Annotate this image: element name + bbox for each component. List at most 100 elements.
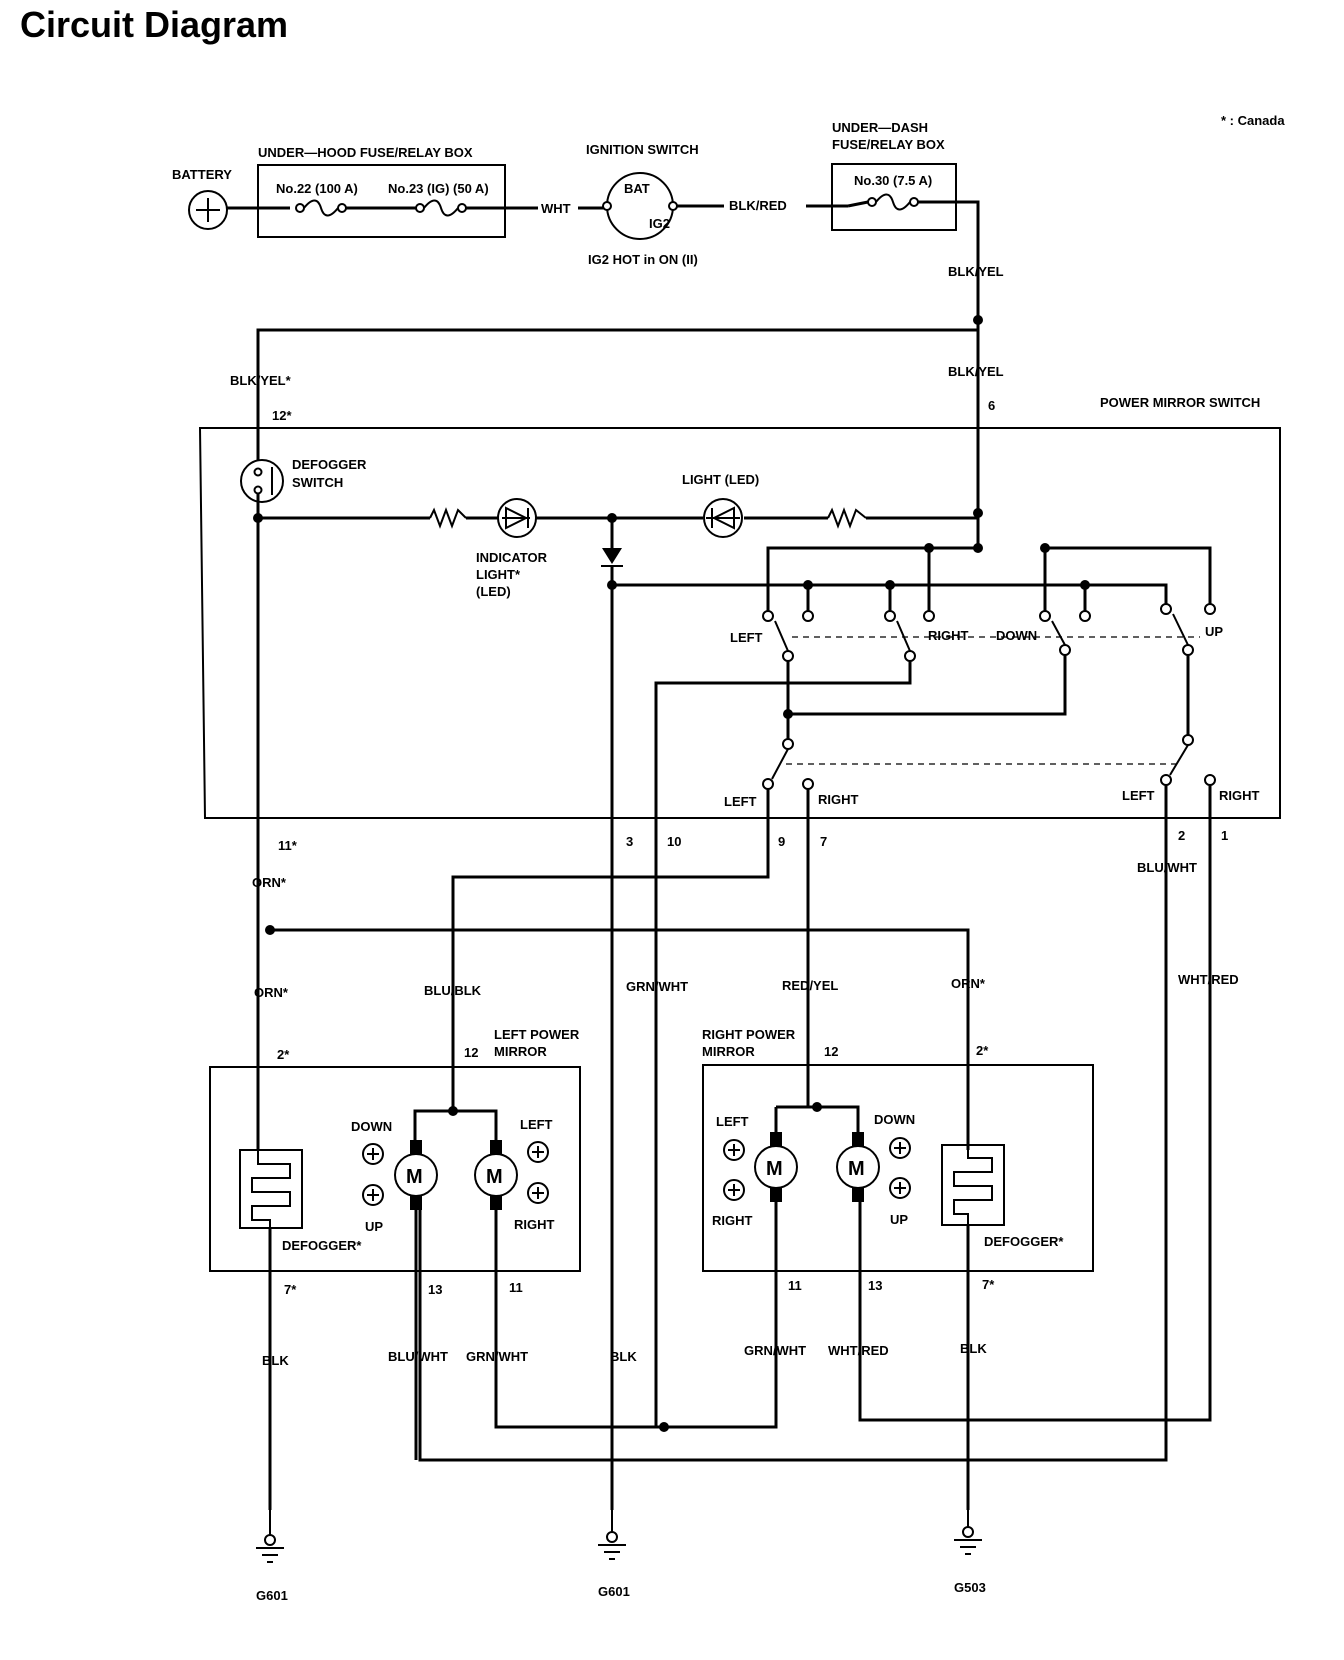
under-dash-label-1: UNDER—DASH [832, 120, 928, 135]
under-hood-fuse-box-label: UNDER—HOOD FUSE/RELAY BOX [258, 145, 473, 160]
bus-ground [612, 583, 1168, 612]
resistor-2 [827, 507, 867, 529]
wire-wht-red-switch [858, 785, 1212, 1422]
wire-blk-yel-label-2: BLK/YEL [948, 364, 1004, 379]
right-plus-signs [723, 1137, 911, 1201]
light-led-label: LIGHT (LED) [682, 472, 759, 487]
switch-down-label: DOWN [996, 628, 1037, 643]
bus-blk-yel [766, 513, 1212, 612]
fuse-30-label: No.30 (7.5 A) [854, 173, 932, 188]
left-motor-1-label: M [406, 1166, 423, 1188]
note-canada: * : Canada [1221, 113, 1285, 128]
pin-2ca-right: 2* [976, 1043, 989, 1058]
wire-blk-center-label: BLK [610, 1349, 637, 1364]
right-left-label: LEFT [716, 1114, 749, 1129]
page-title: Circuit Diagram [20, 4, 289, 45]
right-power-mirror-box [702, 1064, 1094, 1272]
right-defogger [941, 1144, 1005, 1226]
ground-g503 [954, 1510, 982, 1555]
wire-wht-red-right-label: WHT/RED [828, 1343, 889, 1358]
switch-left-label: LEFT [730, 630, 763, 645]
left-motor-common [413, 1109, 498, 1140]
left-motor-leftright [474, 1140, 518, 1210]
left-defogger-label: DEFOGGER* [282, 1238, 362, 1253]
pin-11-right: 11 [788, 1278, 802, 1293]
pin-7: 7 [820, 834, 827, 849]
wire-orn-label-3: ORN* [951, 976, 986, 991]
under-dash-label-2: FUSE/RELAY BOX [832, 137, 945, 152]
right-defogger-label: DEFOGGER* [984, 1234, 1064, 1249]
right-up-label: UP [890, 1212, 908, 1227]
defogger-switch-label-1: DEFOGGER [292, 457, 367, 472]
ground-g601-left [256, 1510, 284, 1563]
ground-g601-center-label: G601 [598, 1584, 630, 1599]
pin-10: 10 [667, 834, 681, 849]
ig2-hot-label: IG2 HOT in ON (II) [588, 252, 698, 267]
wire-grn-wht-right-label: GRN/WHT [744, 1343, 806, 1358]
resistor-1 [429, 507, 467, 529]
left-down-label: DOWN [351, 1119, 392, 1134]
wire-blk-yel-canada [256, 328, 978, 460]
wire-grn-wht-label: GRN/WHT [626, 979, 688, 994]
indicator-led [497, 498, 537, 538]
wire-blk-right-label: BLK [960, 1341, 987, 1356]
pin-7ca-left: 7* [284, 1282, 297, 1297]
wire-blk-yel-label-1: BLK/YEL [948, 264, 1004, 279]
wire-blu-wht-label: BLU/WHT [1137, 860, 1197, 875]
left-up-label: UP [365, 1219, 383, 1234]
pin-12-right: 12 [824, 1044, 838, 1059]
pin-13-right: 13 [868, 1278, 882, 1293]
diode [601, 518, 623, 828]
ground-g601-left-label: G601 [256, 1588, 288, 1603]
wire-wht-label: WHT [541, 201, 571, 216]
left-left-label: LEFT [520, 1117, 553, 1132]
left-right-label: RIGHT [514, 1217, 555, 1232]
selector-switch-contacts [762, 603, 1216, 662]
fuse-22-label: No.22 (100 A) [276, 181, 358, 196]
left-motor-2-label: M [486, 1166, 503, 1188]
defogger-switch [240, 459, 284, 503]
fuse-23 [415, 199, 467, 217]
wire-wht-red-label: WHT/RED [1178, 972, 1239, 987]
pin-11-left: 11 [509, 1280, 523, 1295]
wire-grn-wht-left-label: GRN/WHT [466, 1349, 528, 1364]
left-defogger [239, 1149, 303, 1229]
light-led [703, 498, 743, 538]
indicator-label-1: INDICATOR [476, 550, 548, 565]
fuse-30 [867, 193, 919, 211]
wire-blk-yel-canada-label: BLK/YEL* [230, 373, 292, 388]
select-left-label-2: LEFT [1122, 788, 1155, 803]
left-motor-updown [394, 1140, 438, 1210]
pin-12ca: 12* [272, 408, 292, 423]
left-power-mirror-box [209, 1066, 581, 1272]
indicator-label-2: LIGHT* [476, 567, 521, 582]
internal-wiring [654, 655, 1190, 828]
pin-7ca-right: 7* [982, 1277, 995, 1292]
left-plus-signs [362, 1141, 549, 1206]
select-left-label: LEFT [724, 794, 757, 809]
switch-up-label: UP [1205, 624, 1223, 639]
battery-label: BATTERY [172, 167, 232, 182]
wire-blk-red-label: BLK/RED [729, 198, 787, 213]
left-mirror-label-1: LEFT POWER [494, 1027, 580, 1042]
pin-1: 1 [1221, 828, 1228, 843]
mirror-select-switch [762, 734, 1216, 790]
select-right-label: RIGHT [818, 792, 859, 807]
defogger-switch-label-2: SWITCH [292, 475, 343, 490]
pin-2: 2 [1178, 828, 1185, 843]
right-right-label: RIGHT [712, 1213, 753, 1228]
power-mirror-switch-box [198, 427, 1281, 819]
indicator-label-3: (LED) [476, 584, 511, 599]
ground-g503-label: G503 [954, 1580, 986, 1595]
right-motor-common [774, 1105, 860, 1132]
pin-12-left: 12 [464, 1045, 478, 1060]
right-motor-leftright [754, 1132, 798, 1202]
wire-orn-label-2: ORN* [254, 985, 289, 1000]
left-mirror-label-2: MIRROR [494, 1044, 547, 1059]
pin-6: 6 [988, 398, 995, 413]
power-mirror-switch-label: POWER MIRROR SWITCH [1100, 395, 1260, 410]
right-down-label: DOWN [874, 1112, 915, 1127]
ignition-switch-label: IGNITION SWITCH [586, 142, 699, 157]
right-mirror-label-1: RIGHT POWER [702, 1027, 796, 1042]
